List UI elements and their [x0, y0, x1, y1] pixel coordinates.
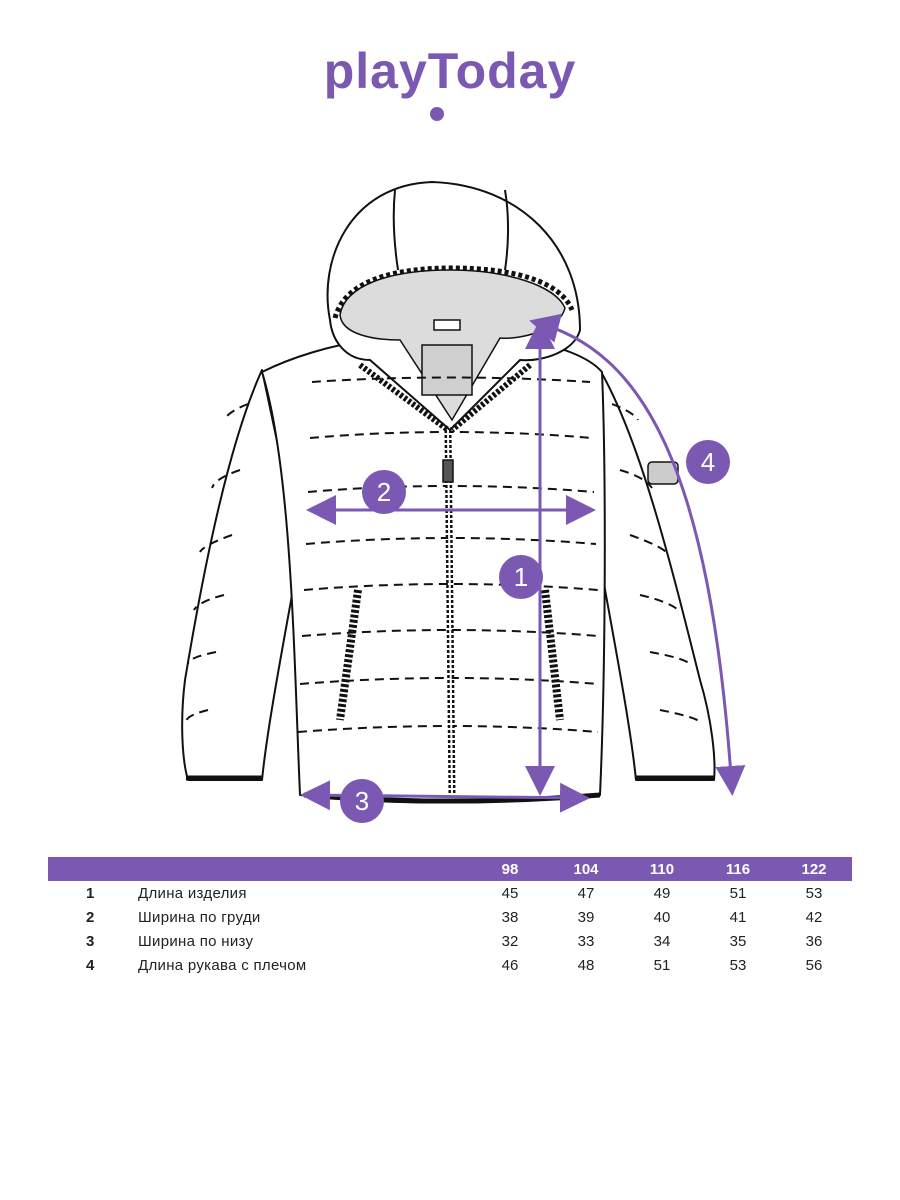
row-value: 46	[501, 956, 519, 974]
right-sleeve	[597, 369, 716, 781]
row-value: 35	[729, 932, 747, 950]
measure-line-4	[529, 313, 746, 796]
row-value: 51	[729, 884, 747, 902]
left-sleeve	[181, 369, 301, 781]
row-value: 34	[653, 932, 671, 950]
left-pocket-zipper	[336, 589, 362, 721]
marker-1: 1	[499, 555, 543, 599]
row-value: 51	[653, 956, 671, 974]
table-row: 2 Ширина по груди 38 39 40 41 42	[48, 905, 852, 929]
row-value: 41	[729, 908, 747, 926]
row-label: Длина рукава с плечом	[138, 956, 307, 974]
row-value: 53	[805, 884, 823, 902]
row-value: 53	[729, 956, 747, 974]
row-value: 39	[577, 908, 595, 926]
row-value: 40	[653, 908, 671, 926]
size-header: 110	[649, 860, 675, 878]
logo-text: playToday	[324, 43, 577, 99]
row-value: 48	[577, 956, 595, 974]
row-value: 47	[577, 884, 595, 902]
table-row: 4 Длина рукава с плечом 46 48 51 53 56	[48, 953, 852, 977]
size-header: 104	[573, 860, 599, 878]
marker-4-label: 4	[701, 447, 715, 477]
row-value: 32	[501, 932, 519, 950]
marker-2: 2	[362, 470, 406, 514]
size-header: 98	[501, 860, 519, 878]
row-label: Длина изделия	[138, 884, 247, 902]
row-number: 1	[86, 884, 95, 902]
row-number: 3	[86, 932, 95, 950]
size-header: 122	[801, 860, 827, 878]
table-row: 1 Длина изделия 45 47 49 51 53	[48, 881, 852, 905]
row-value: 42	[805, 908, 823, 926]
row-value: 49	[653, 884, 671, 902]
row-label: Ширина по низу	[138, 932, 254, 950]
marker-3-label: 3	[355, 786, 369, 816]
row-value: 38	[501, 908, 519, 926]
row-value: 33	[577, 932, 595, 950]
jacket-diagram: 1 2 3 4	[181, 181, 746, 823]
logo-dot	[430, 107, 444, 121]
size-header: 116	[725, 860, 751, 878]
size-table: 98 104 110 116 122 1 Длина изделия 45 47…	[48, 857, 852, 977]
row-value: 56	[805, 956, 823, 974]
row-label: Ширина по груди	[138, 908, 261, 926]
row-number: 4	[86, 956, 95, 974]
marker-2-label: 2	[377, 477, 391, 507]
size-header-row: 98 104 110 116 122	[48, 857, 852, 881]
row-number: 2	[86, 908, 95, 926]
table-row: 3 Ширина по низу 32 33 34 35 36	[48, 929, 852, 953]
row-value: 36	[805, 932, 823, 950]
marker-1-label: 1	[514, 562, 528, 592]
row-value: 45	[501, 884, 519, 902]
front-zipper	[358, 362, 532, 796]
marker-3: 3	[340, 779, 384, 823]
brand-logo: playToday	[324, 43, 577, 121]
marker-4: 4	[686, 440, 730, 484]
